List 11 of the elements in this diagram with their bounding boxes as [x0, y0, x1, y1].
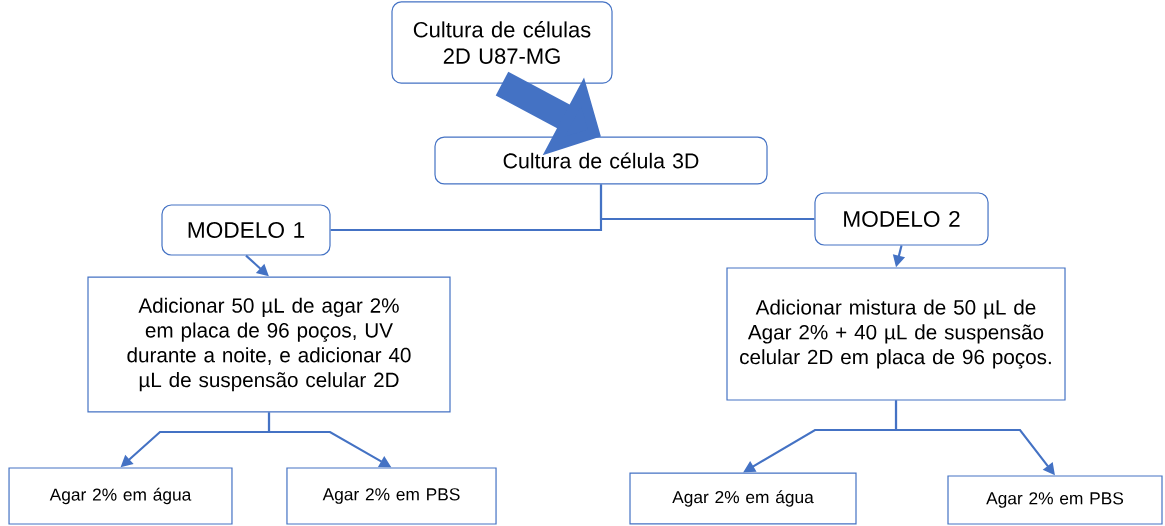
result-box: Agar 2% em PBS	[286, 467, 497, 525]
result-box: Agar 2% em PBS	[947, 475, 1163, 525]
model-box: MODELO 1	[161, 204, 331, 256]
process-box: Adicionar mistura de 50 µL de Agar 2% + 40 µL de suspensão celular 2D em placa de 96 poços.	[726, 267, 1066, 401]
connector-line	[599, 184, 815, 221]
start-box: Cultura de células 2D U87-MG	[391, 1, 613, 84]
model-box: MODELO 2	[814, 192, 989, 246]
result-box: Agar 2% em água	[629, 472, 857, 525]
process-box: Adicionar 50 µL de agar 2% em placa de 96 poços, UV durante a noite, e adicionar 40 µL de suspensão celular 2D	[87, 276, 451, 413]
result-box: Agar 2% em água	[8, 467, 233, 525]
process-box: Cultura de célula 3D	[434, 136, 768, 185]
